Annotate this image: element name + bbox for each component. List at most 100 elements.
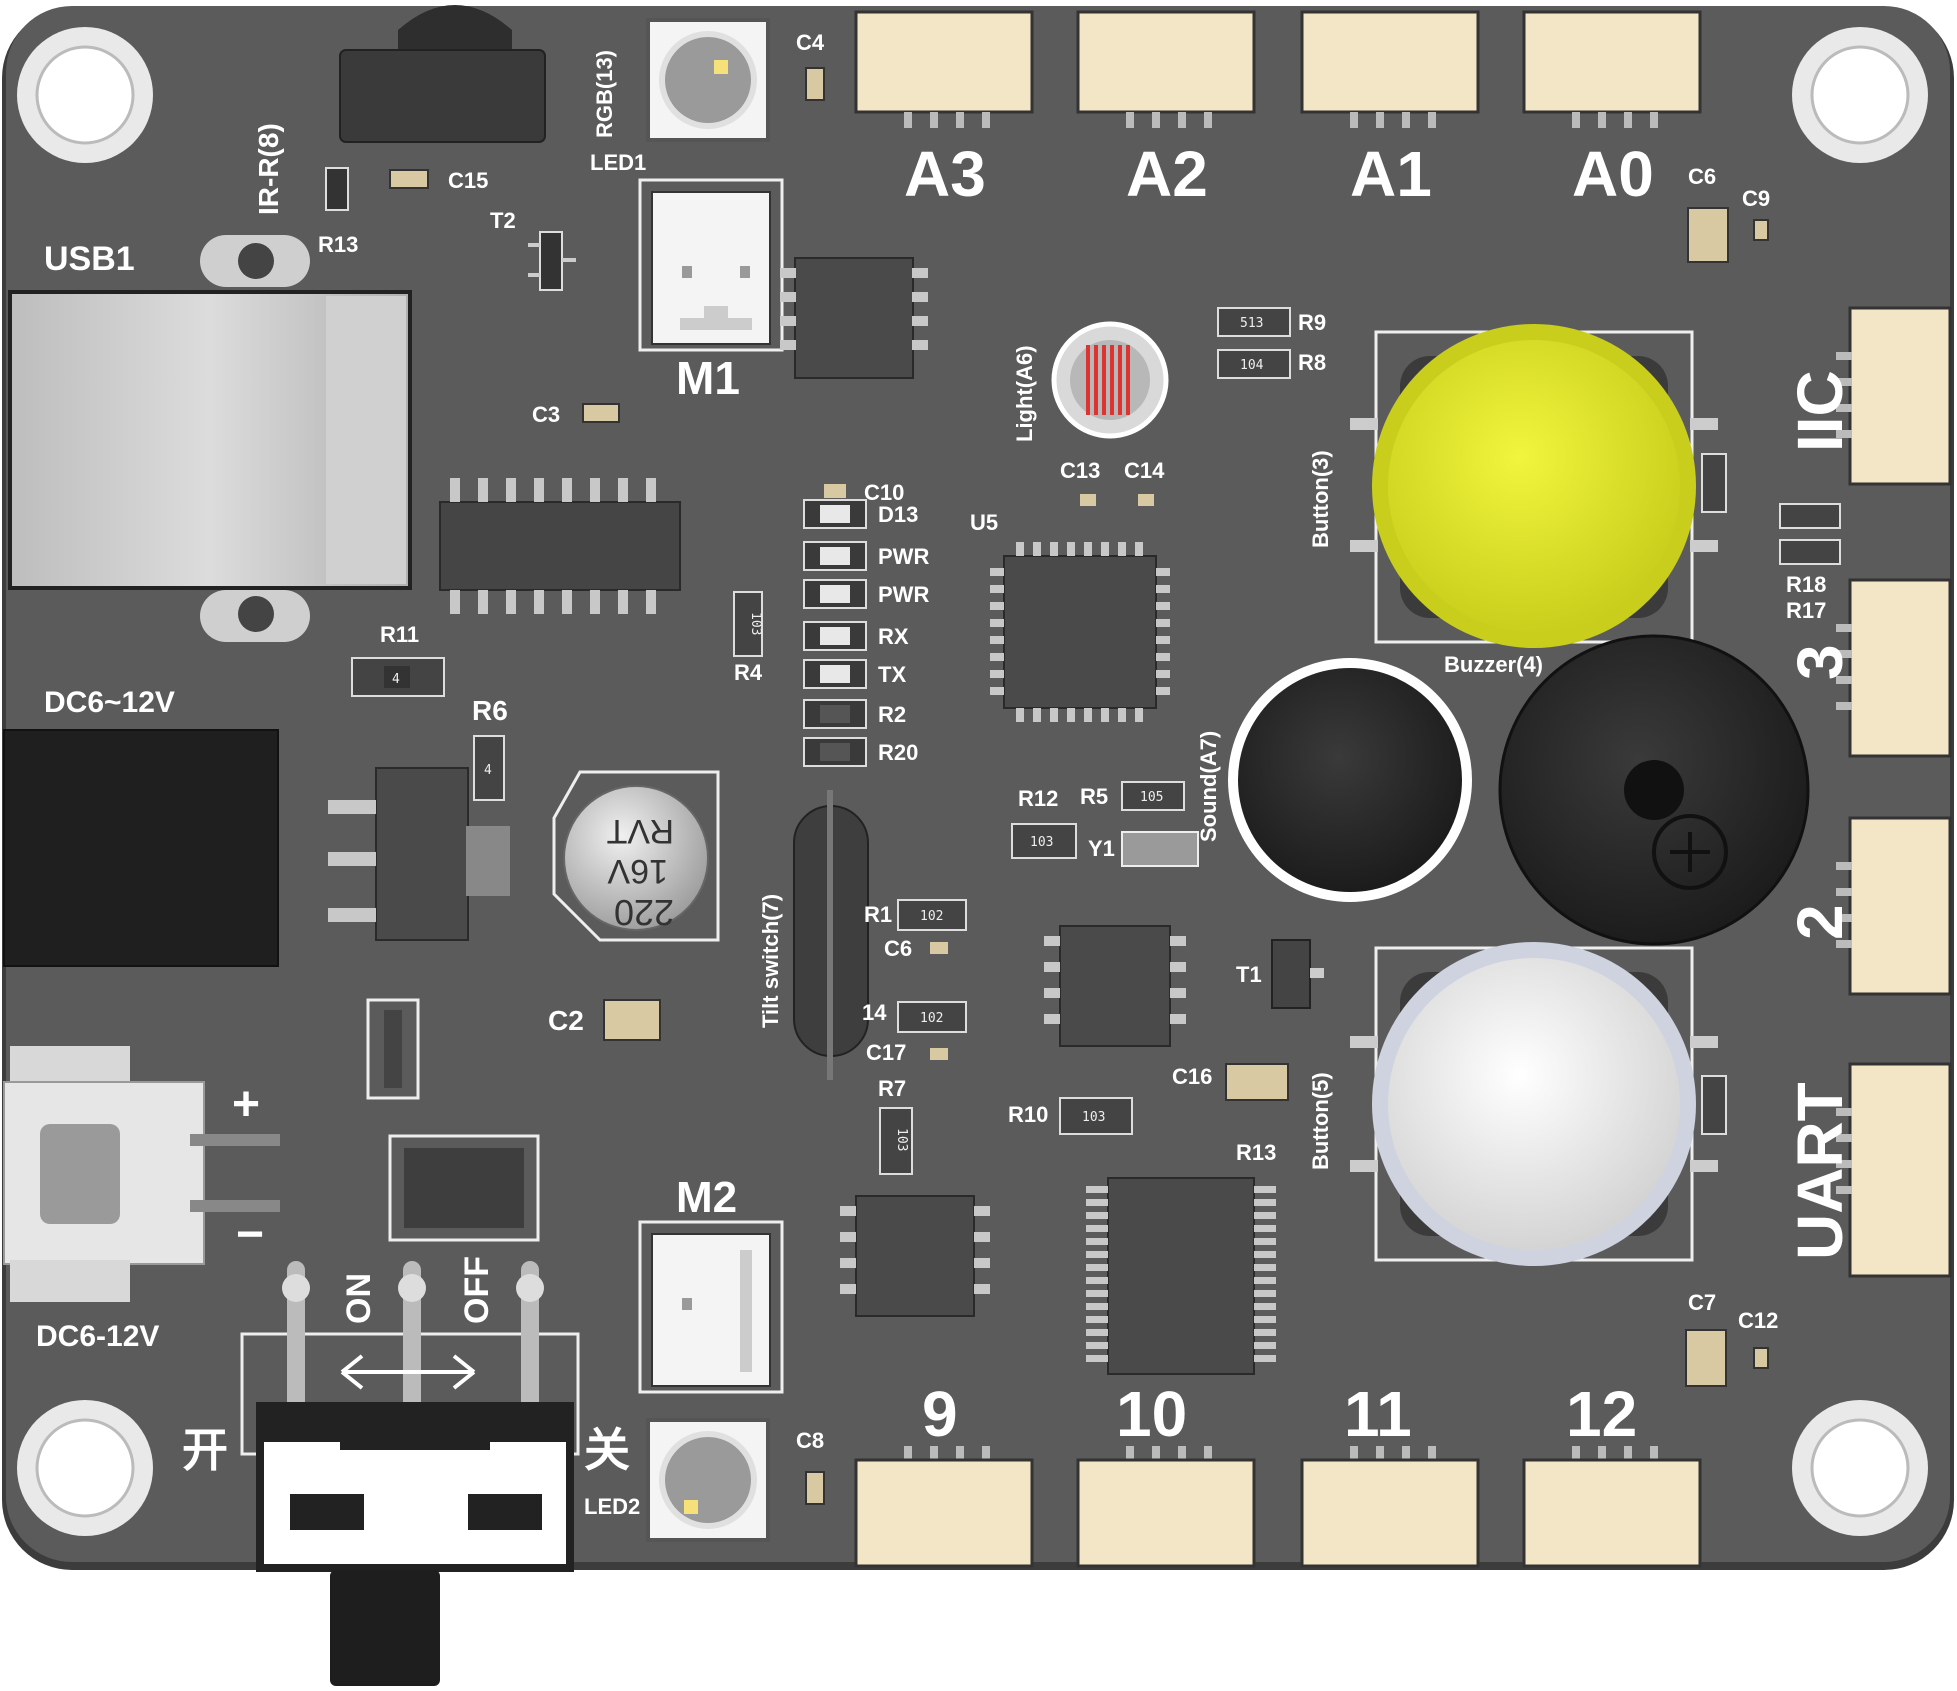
label-c6-top: C6 [1688, 164, 1716, 189]
capacitor-c6-top [1687, 207, 1729, 263]
port-a3[interactable] [854, 10, 1034, 128]
resistor-r18 [1779, 503, 1841, 529]
label-r6: R6 [472, 695, 508, 726]
label-r17: R17 [1786, 598, 1826, 623]
label-c16: C16 [1172, 1064, 1212, 1089]
label-r10: R10 [1008, 1102, 1048, 1127]
resistor-side-bottom [1701, 1075, 1727, 1135]
svg-text:105: 105 [1140, 790, 1163, 805]
label-r9: R9 [1298, 310, 1326, 335]
label-r5: R5 [1080, 784, 1108, 809]
tilt-label: Tilt switch(7) [758, 894, 783, 1028]
port-2[interactable] [1836, 816, 1952, 996]
port-11[interactable] [1300, 1446, 1480, 1568]
capacitor-c9 [1753, 219, 1769, 241]
resistor-r8: 104 [1217, 349, 1291, 379]
capacitor-c3 [582, 403, 620, 423]
port-iic[interactable] [1836, 306, 1952, 486]
rgb-led-1 [646, 18, 770, 142]
port-label: 12 [1566, 1378, 1637, 1450]
diode-small [366, 998, 420, 1100]
port-label: IIC [1784, 370, 1856, 452]
capacitor-c2 [603, 999, 661, 1041]
led2-label: LED2 [584, 1494, 640, 1519]
label-c10: C10 [864, 480, 904, 505]
switch-on-label: ON [340, 1273, 378, 1324]
power-switch[interactable] [240, 1261, 580, 1686]
usb-port [8, 235, 412, 642]
motor-connector-m2 [638, 1220, 784, 1394]
resistor-r1: 102 [897, 899, 967, 931]
resistor-side-top [1701, 453, 1727, 513]
dc-label-bottom: DC6-12V [36, 1320, 159, 1353]
label-r18: R18 [1786, 572, 1826, 597]
label-d13: D13 [878, 502, 918, 527]
port-a2[interactable] [1076, 10, 1256, 128]
port-uart[interactable] [1836, 1062, 1952, 1278]
dc-minus: − [236, 1208, 264, 1261]
label-y1: Y1 [1088, 836, 1115, 861]
mcu-u5 [990, 542, 1170, 722]
light-label: Light(A6) [1012, 345, 1037, 442]
port-10[interactable] [1076, 1446, 1256, 1568]
label-t1: T1 [1236, 962, 1262, 987]
label-r12: R12 [1018, 786, 1058, 811]
label-m1: M1 [676, 352, 740, 404]
capacitor-c15 [389, 169, 429, 189]
port-label: A0 [1572, 138, 1654, 210]
svg-text:103: 103 [1030, 835, 1053, 850]
button-5-white[interactable] [1350, 942, 1718, 1266]
resistor-r7: 103 [879, 1107, 913, 1175]
port-label: A3 [904, 138, 986, 210]
motor-connector-m1 [638, 178, 784, 352]
port-a0[interactable] [1522, 10, 1702, 128]
label-r14: 14 [862, 1000, 887, 1025]
label-rx: RX [878, 624, 909, 649]
label-t2: T2 [490, 208, 516, 233]
rgb-led-2 [646, 1418, 770, 1542]
led-pwr1 [803, 541, 867, 571]
capacitor-c14 [1138, 494, 1154, 506]
rgb-label: RGB(13) [592, 50, 617, 138]
mounting-hole-top-right [1792, 27, 1928, 163]
label-c9: C9 [1742, 186, 1770, 211]
svg-text:4: 4 [484, 763, 492, 778]
voltage-regulator [328, 767, 510, 941]
label-r1: R1 [864, 902, 892, 927]
port-12[interactable] [1522, 1446, 1702, 1568]
transistor-t1 [1271, 939, 1324, 1009]
button-3-yellow[interactable] [1350, 324, 1718, 648]
label-c7: C7 [1688, 1290, 1716, 1315]
mounting-hole-bottom-right [1792, 1400, 1928, 1536]
usb-label: USB1 [44, 240, 135, 278]
label-c15: C15 [448, 168, 488, 193]
resistor-r9: 513 [1217, 307, 1291, 337]
capacitor-c8 [805, 1471, 825, 1505]
svg-text:4: 4 [392, 672, 400, 687]
port-label: A2 [1126, 138, 1208, 210]
transistor-t2 [528, 231, 576, 291]
dc-label-top: DC6~12V [44, 686, 175, 719]
port-a1[interactable] [1300, 10, 1480, 128]
port-label: UART [1784, 1082, 1856, 1260]
label-c6-mid: C6 [884, 936, 912, 961]
ic-usb-serial [439, 478, 681, 614]
led-r2 [803, 699, 867, 729]
label-r8: R8 [1298, 350, 1326, 375]
switch-open-cn: 开 [182, 1423, 228, 1477]
light-sensor-ldr [1051, 321, 1169, 439]
diode-large [388, 1134, 540, 1242]
switch-direction-arrow [340, 1354, 476, 1390]
svg-text:16V: 16V [607, 852, 668, 890]
resistor-r10: 103 [1059, 1097, 1133, 1135]
port-3[interactable] [1836, 578, 1952, 758]
resistor-r13-top [325, 167, 349, 211]
resistor-r12: 103 [1011, 823, 1077, 859]
button5-label: Button(5) [1308, 1072, 1333, 1170]
label-r20: R20 [878, 740, 918, 765]
port-9[interactable] [854, 1446, 1034, 1568]
ic-mid [1044, 925, 1186, 1047]
svg-text:103: 103 [894, 1128, 909, 1151]
label-m2: M2 [676, 1173, 737, 1222]
